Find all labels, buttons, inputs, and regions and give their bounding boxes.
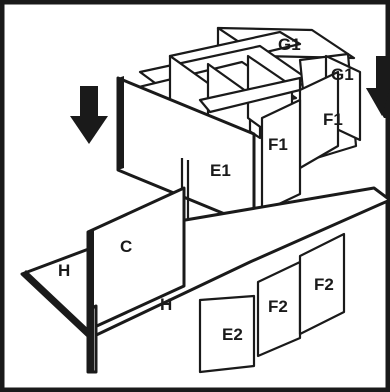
label-f2-mid: F2 [268,297,288,316]
label-h-center: H [160,295,172,314]
label-h-left: H [58,261,70,280]
panel-f2-mid [256,260,302,358]
label-f2-right: F2 [314,275,334,294]
board-h-front-edge [22,270,96,338]
upper-grid [116,26,362,228]
panel-c-edge [88,230,94,372]
panel-f2-right [298,232,346,336]
down-arrow-left-icon [70,86,108,144]
panel-rail-front [198,76,302,114]
label-g1-top: G1 [278,35,301,54]
panel-e2 [198,294,256,374]
label-e2: E2 [222,325,243,344]
panel-e1-edge [118,76,124,170]
label-f1-mid: F1 [268,135,288,154]
panel-f1-mid [260,98,302,214]
label-g1-side: G1 [331,65,354,84]
label-c: C [120,237,132,256]
label-e1: E1 [210,161,231,180]
down-arrow-right-icon [366,56,390,118]
lower-assembly [20,186,390,374]
label-f1-right: F1 [323,110,343,129]
